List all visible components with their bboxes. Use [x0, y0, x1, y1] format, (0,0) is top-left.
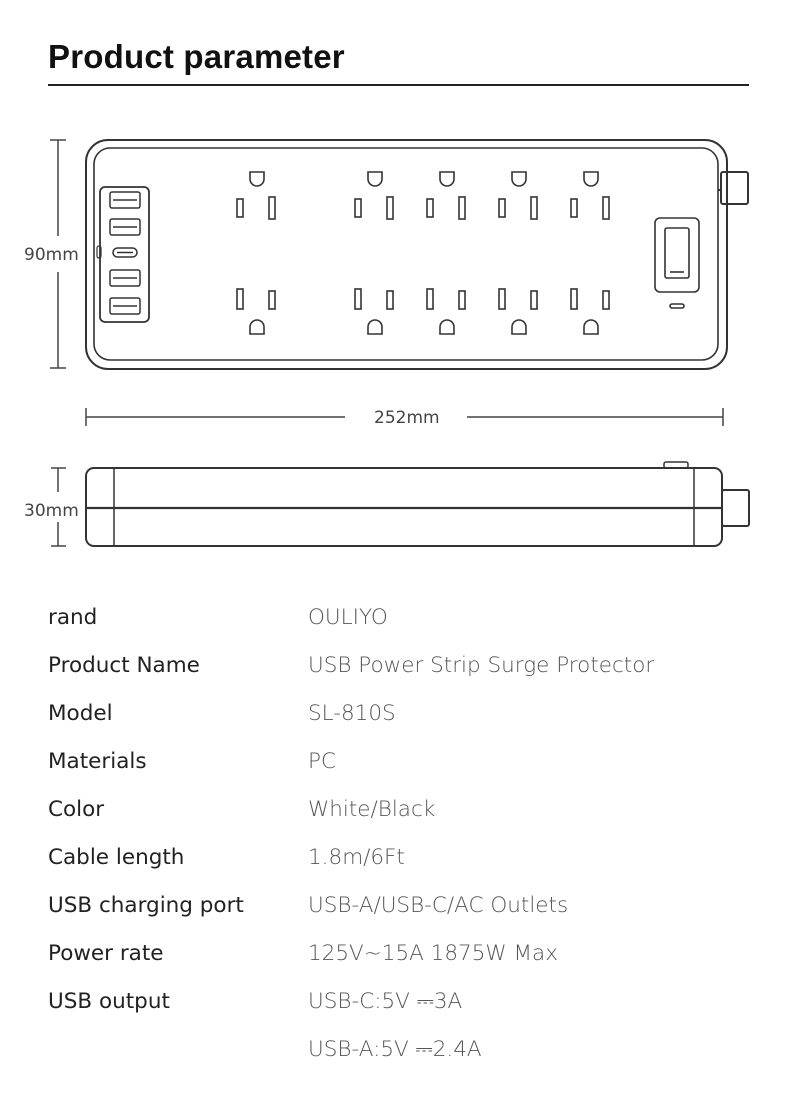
height-dimension	[50, 139, 66, 369]
spec-row: Materials PC	[48, 742, 768, 790]
spec-value: 125V~15A 1875W Max	[308, 941, 558, 966]
spec-row: USB-A:5V ⎓2.4A	[48, 1030, 768, 1078]
depth-dimension	[51, 467, 66, 547]
spec-row: rand OULIYO	[48, 598, 768, 646]
spec-label: Color	[48, 797, 105, 822]
spec-row: Power rate 125V~15A 1875W Max	[48, 934, 768, 982]
spec-label: Power rate	[48, 941, 164, 966]
usb-port-icon	[109, 191, 141, 315]
power-strip-side-view	[85, 461, 723, 547]
depth-label: 30mm	[24, 501, 79, 521]
spec-label: rand	[48, 605, 98, 630]
usb-panel	[96, 186, 150, 323]
spec-row: USB charging port USB-A/USB-C/AC Outlets	[48, 886, 768, 934]
spec-label: USB charging port	[48, 893, 244, 918]
spec-table: rand OULIYO Product Name USB Power Strip…	[48, 598, 768, 1078]
spec-value: USB Power Strip Surge Protector	[308, 653, 655, 678]
cord-stub-side	[721, 489, 750, 527]
spec-value: OULIYO	[308, 605, 388, 630]
spec-label: USB output	[48, 989, 170, 1014]
spec-value: 1.8m/6Ft	[308, 845, 405, 870]
spec-row: Model SL-810S	[48, 694, 768, 742]
length-dimension	[85, 408, 724, 426]
height-label: 90mm	[24, 245, 79, 265]
cord-stub-top	[720, 171, 749, 205]
strip-inner-body	[93, 147, 719, 361]
product-dimension-diagram: 90mm 252mm 30mm	[24, 139, 750, 547]
power-switch-icon	[654, 217, 700, 309]
spec-row: Cable length 1.8m/6Ft	[48, 838, 768, 886]
page-title: Product parameter	[48, 38, 345, 75]
spec-row: Product Name USB Power Strip Surge Prote…	[48, 646, 768, 694]
spec-label: Materials	[48, 749, 147, 774]
spec-value: USB-A/USB-C/AC Outlets	[308, 893, 569, 918]
strip-outer-body	[85, 139, 728, 370]
spec-label: Product Name	[48, 653, 200, 678]
spec-label: Cable length	[48, 845, 185, 870]
spec-value: SL-810S	[308, 701, 396, 726]
ac-outlet-icon	[236, 171, 610, 335]
spec-label: Model	[48, 701, 113, 726]
power-strip-top-view	[85, 139, 728, 370]
title-divider	[48, 84, 749, 86]
spec-value: PC	[308, 749, 336, 774]
spec-value: USB-C:5V ⎓3A	[308, 989, 463, 1014]
spec-row: Color White/Black	[48, 790, 768, 838]
spec-value: White/Black	[308, 797, 436, 822]
spec-row: USB output USB-C:5V ⎓3A	[48, 982, 768, 1030]
spec-value: USB-A:5V ⎓2.4A	[308, 1037, 482, 1062]
length-label: 252mm	[374, 408, 440, 428]
